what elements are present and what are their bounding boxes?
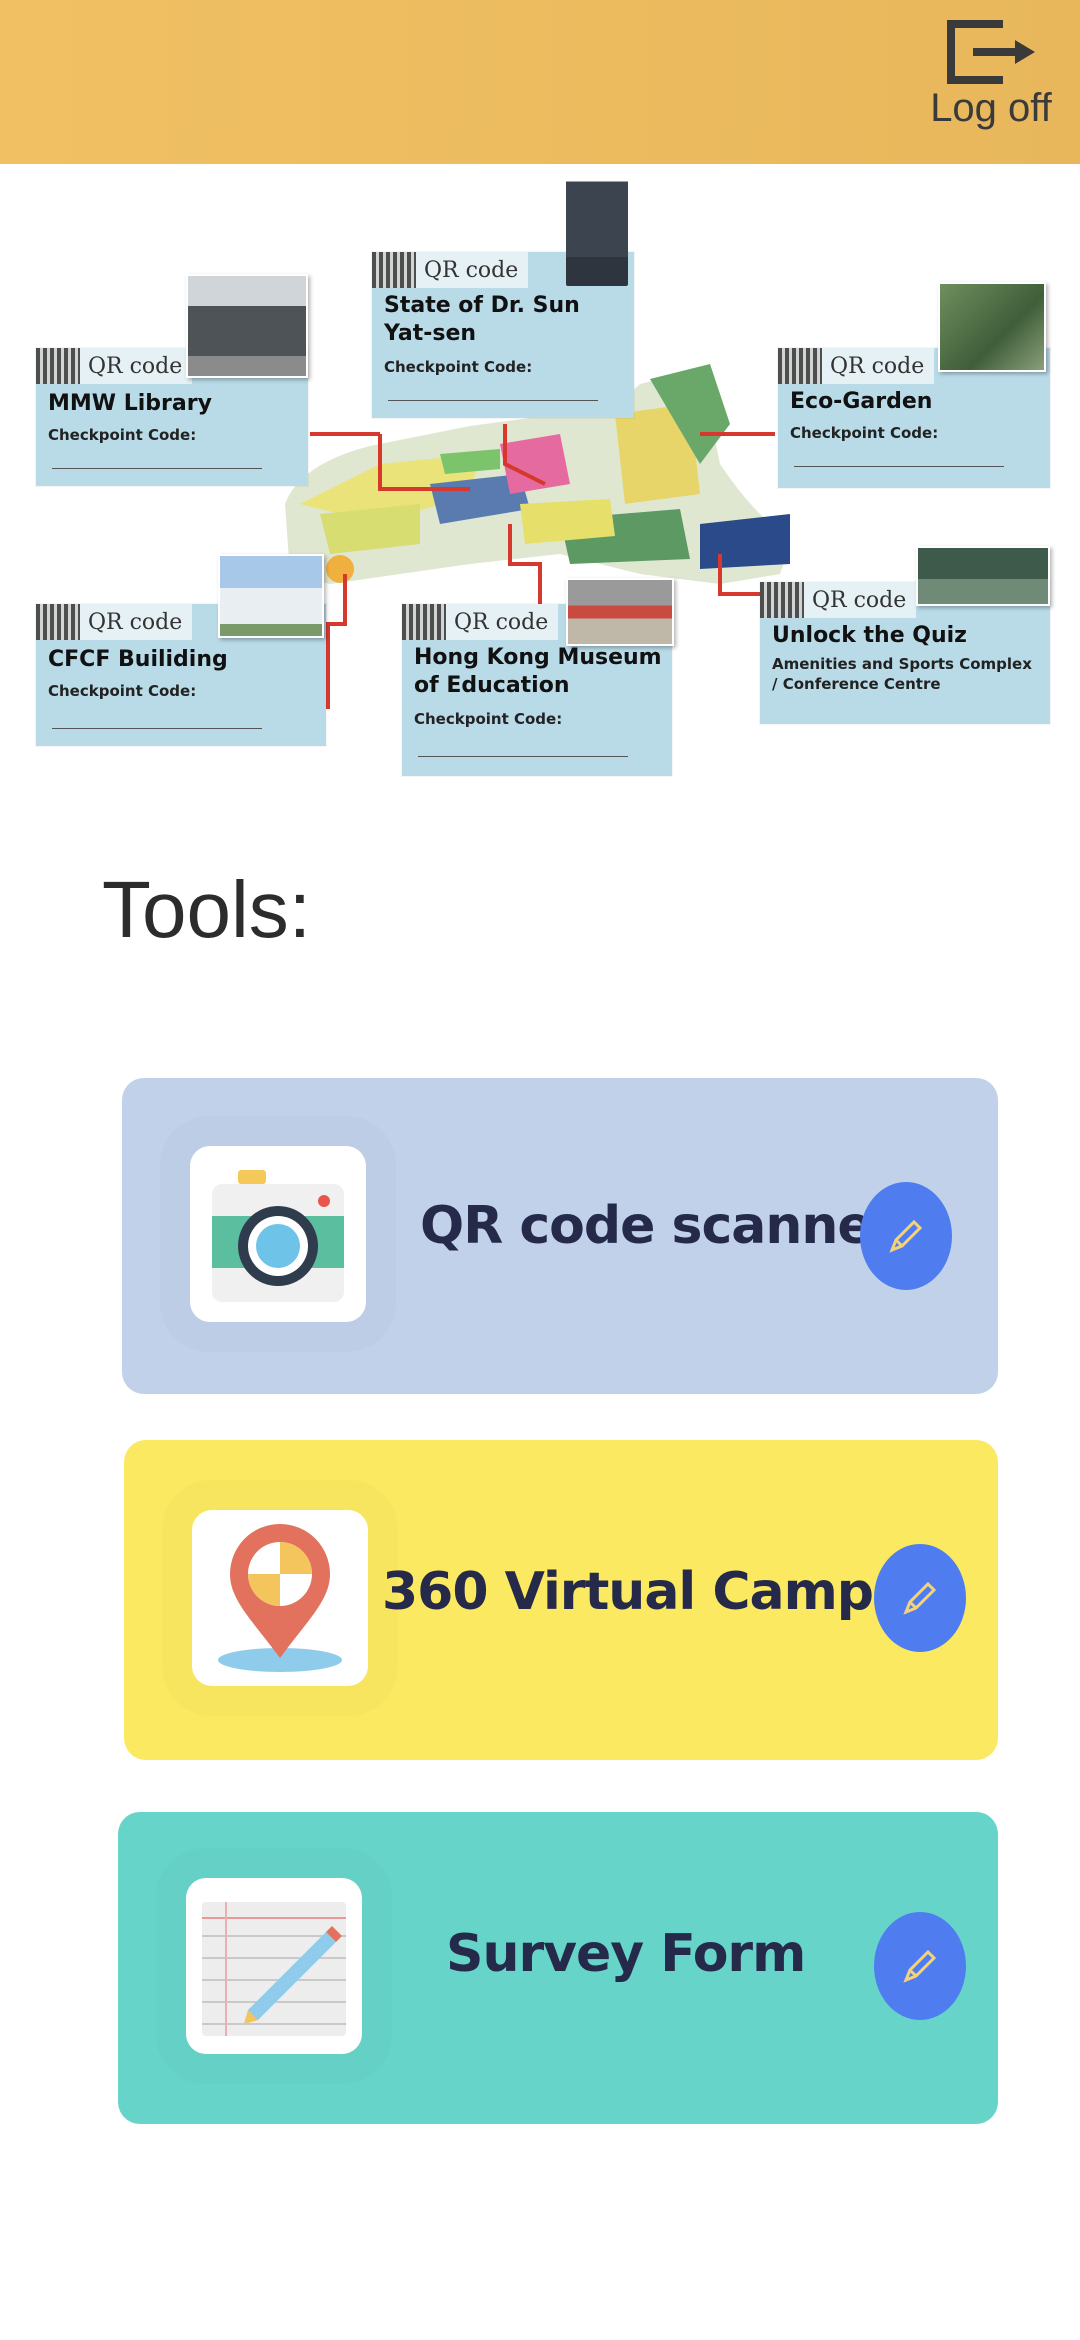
mmw-library-photo: [186, 274, 308, 378]
tools-heading: Tools:: [102, 865, 311, 954]
survey-form-label: Survey Form: [446, 1924, 806, 1984]
checkpoint-title: CFCF Builiding: [48, 647, 228, 672]
pencil-icon: [889, 1219, 923, 1253]
qr-code-icon: [36, 604, 80, 640]
checkpoint-title: Eco-Garden: [790, 389, 933, 414]
checkpoint-code-line: [52, 728, 262, 729]
qr-code-label: QR code: [812, 587, 907, 613]
virtual-campus-label: 360 Virtual Campus: [382, 1562, 940, 1622]
pencil-icon: [903, 1581, 937, 1615]
qr-code-row: QR code: [36, 348, 193, 384]
logoff-button[interactable]: Log off: [926, 18, 1056, 148]
checkpoint-subtitle: Amenities and Sports Complex / Conferenc…: [772, 655, 1032, 693]
checkpoint-code-label: Checkpoint Code:: [384, 358, 533, 376]
logoff-label: Log off: [930, 86, 1052, 130]
cfcf-building-photo: [218, 554, 324, 638]
logout-icon: [947, 20, 1035, 84]
checkpoint-title: State of Dr. Sun Yat-sen: [384, 293, 580, 346]
qr-code-label: QR code: [424, 257, 519, 283]
app-header: Log off: [0, 0, 1080, 164]
qr-code-label: QR code: [830, 353, 925, 379]
eco-garden-photo: [938, 282, 1046, 372]
checkpoint-code-label: Checkpoint Code:: [414, 710, 563, 728]
checkpoint-code-line: [388, 400, 598, 401]
sun-yat-sen-statue-photo: [566, 170, 628, 286]
qr-code-row: QR code: [402, 604, 559, 640]
virtual-campus-card[interactable]: 360 Virtual Campus: [124, 1440, 998, 1760]
survey-form-card[interactable]: Survey Form: [118, 1812, 998, 2124]
qr-code-row: QR code: [760, 582, 917, 618]
notepad-icon: [186, 1878, 362, 2054]
survey-form-open-button[interactable]: [874, 1912, 966, 2020]
checkpoint-title: MMW Library: [48, 391, 212, 416]
qr-code-icon: [760, 582, 804, 618]
checkpoint-card-eco-garden[interactable]: QR code Eco-Garden Checkpoint Code:: [778, 348, 1050, 488]
qr-scanner-card[interactable]: QR code scanner: [122, 1078, 998, 1394]
checkpoint-code-label: Checkpoint Code:: [790, 424, 939, 442]
virtual-campus-open-button[interactable]: [874, 1544, 966, 1652]
campus-map: QR code MMW Library Checkpoint Code: QR …: [0, 164, 1080, 794]
campus-map-drawing: [285, 364, 790, 709]
qr-code-icon: [778, 348, 822, 384]
sports-complex-photo: [916, 546, 1050, 606]
qr-scanner-open-button[interactable]: [860, 1182, 952, 1290]
qr-code-icon: [372, 252, 416, 288]
qr-code-row: QR code: [778, 348, 935, 384]
checkpoint-title: Unlock the Quiz: [772, 623, 967, 648]
checkpoint-code-label: Checkpoint Code:: [48, 682, 197, 700]
museum-photo: [566, 578, 674, 646]
qr-code-row: QR code: [372, 252, 529, 288]
qr-scanner-label: QR code scanner: [420, 1196, 897, 1256]
pencil-icon: [903, 1949, 937, 1983]
checkpoint-code-line: [52, 468, 262, 469]
qr-code-label: QR code: [88, 353, 183, 379]
checkpoint-title: Hong Kong Museum of Education: [414, 645, 662, 698]
checkpoint-code-line: [794, 466, 1004, 467]
qr-code-icon: [402, 604, 446, 640]
checkpoint-code-label: Checkpoint Code:: [48, 426, 197, 444]
qr-code-icon: [36, 348, 80, 384]
checkpoint-code-line: [418, 756, 628, 757]
camera-icon: [190, 1146, 366, 1322]
qr-code-row: QR code: [36, 604, 193, 640]
map-pin-icon: [192, 1510, 368, 1686]
qr-code-label: QR code: [454, 609, 549, 635]
checkpoint-card-mmw-library[interactable]: QR code MMW Library Checkpoint Code:: [36, 348, 308, 486]
qr-code-label: QR code: [88, 609, 183, 635]
